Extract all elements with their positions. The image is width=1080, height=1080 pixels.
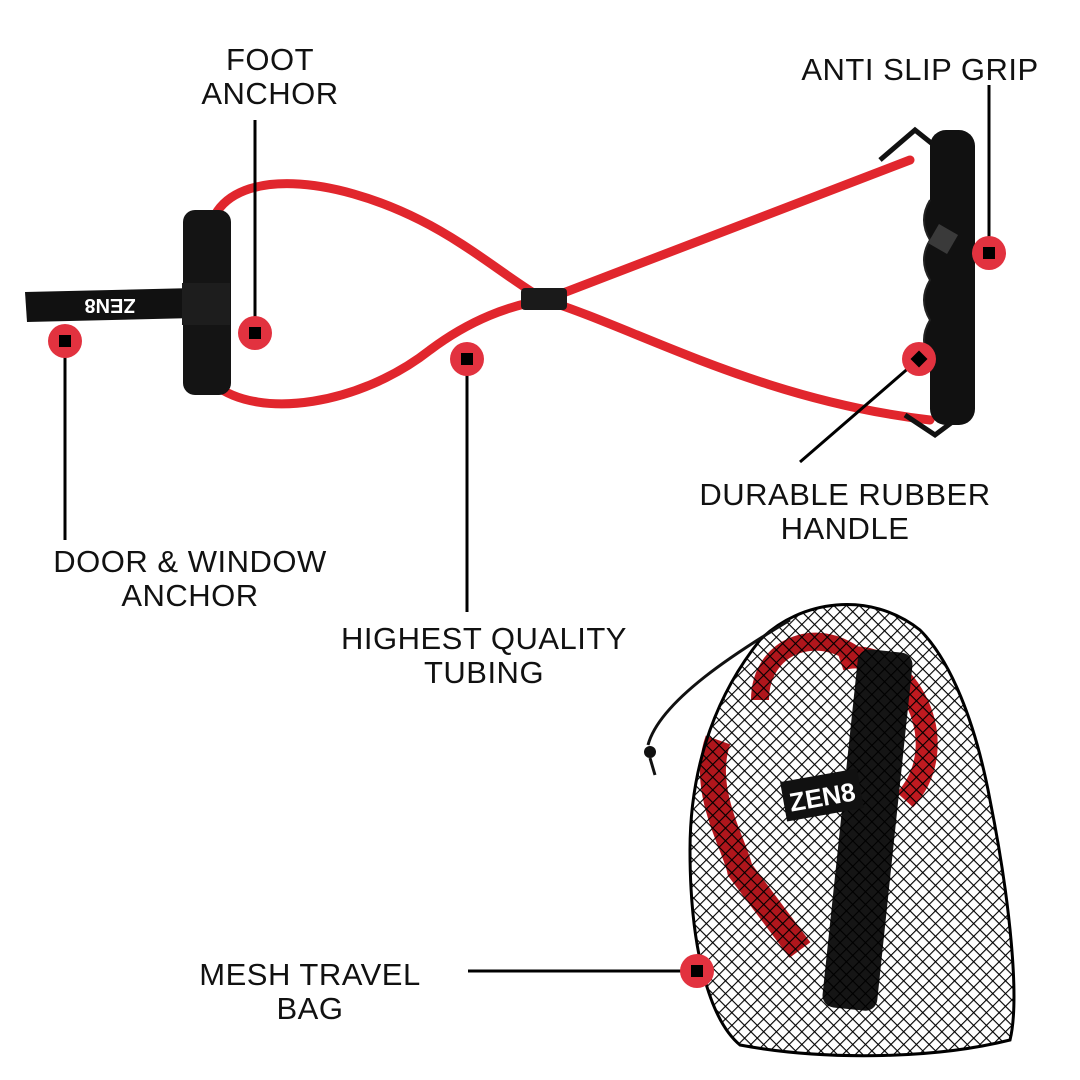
label-line: ANTI SLIP GRIP xyxy=(801,52,1039,87)
label-line: HIGHEST QUALITY xyxy=(341,621,627,656)
tube-connector xyxy=(521,288,567,310)
label-door-window-anchor: DOOR & WINDOW ANCHOR xyxy=(53,545,326,613)
leader-handle xyxy=(799,357,920,464)
label-foot-anchor: FOOT ANCHOR xyxy=(201,43,338,111)
marker-door-anchor xyxy=(48,324,82,358)
callout-markers xyxy=(48,236,1006,988)
mesh-travel-bag: ZEN8 xyxy=(644,603,1016,1058)
rubber-handle xyxy=(878,126,975,439)
marker-handle xyxy=(902,342,936,376)
label-line: DURABLE RUBBER xyxy=(699,477,991,512)
door-anchor-strap xyxy=(25,288,195,322)
leader-lines xyxy=(63,85,991,973)
strap-logo: ZEN8 xyxy=(84,294,135,316)
resistance-tube xyxy=(210,155,935,425)
label-line: ANCHOR xyxy=(121,578,259,613)
label-highest-quality-tubing: HIGHEST QUALITY TUBING xyxy=(341,622,627,690)
label-anti-slip-grip: ANTI SLIP GRIP xyxy=(801,53,1038,87)
label-line: BAG xyxy=(276,991,344,1026)
label-line: HANDLE xyxy=(780,511,910,546)
label-line: ANCHOR xyxy=(201,76,339,111)
label-durable-rubber-handle: DURABLE RUBBER HANDLE xyxy=(699,478,990,546)
label-line: MESH TRAVEL xyxy=(199,957,421,992)
marker-grip xyxy=(972,236,1006,270)
marker-foot-anchor xyxy=(238,316,272,350)
label-mesh-travel-bag: MESH TRAVEL BAG xyxy=(199,958,420,1026)
label-line: FOOT xyxy=(225,42,315,77)
label-line: DOOR & WINDOW xyxy=(53,544,327,579)
label-line: TUBING xyxy=(423,655,545,690)
marker-bag xyxy=(680,954,714,988)
marker-tubing xyxy=(450,342,484,376)
